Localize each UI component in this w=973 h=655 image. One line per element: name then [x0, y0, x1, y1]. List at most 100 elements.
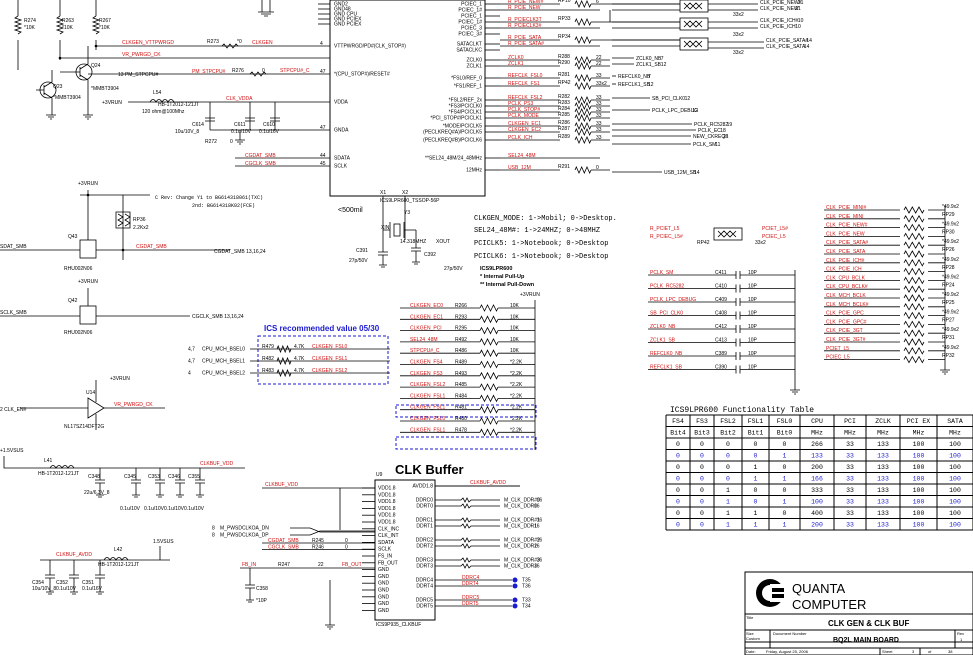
tp-ref: T33 — [522, 598, 531, 604]
net-far-right-pin: 10 — [795, 24, 801, 30]
func-table-cell: 0 — [700, 499, 704, 506]
func-table-cell: 0 — [676, 453, 680, 460]
q24-part: *MMBT3904 — [91, 86, 119, 92]
c611-ref: C611 — [234, 122, 246, 128]
ddr-net: M_CLK_DDR3 — [504, 564, 537, 570]
rp-right-net: PCIET_L5 — [826, 346, 849, 352]
rp-right-net: PCIEC_L5 — [826, 355, 850, 361]
clkbuf-avdd-cap-val: 0.1u/10V — [56, 586, 77, 592]
func-table-cell: 100 — [949, 487, 961, 494]
func-table-cell: 1 — [726, 510, 730, 517]
rp-right-val: *49.9x2 — [942, 257, 959, 263]
net-right-label: USB_12M — [508, 165, 531, 171]
pull-val: 10K — [510, 314, 520, 320]
net-right-pin: 33 — [596, 121, 602, 127]
net-right-label: R_PCIECLK3T — [508, 17, 542, 23]
rp-right-net: CLK_PCIE_NEW# — [826, 223, 868, 229]
buf-pin-right: DDRC1 — [416, 518, 433, 524]
buf-pin-left: GND — [378, 594, 390, 600]
buf-pin-left: VDD1.8 — [378, 513, 396, 519]
r272-ref: R272 — [205, 139, 217, 145]
ddr-net-pin: 16 — [534, 524, 540, 530]
func-table-cell: 0 — [754, 453, 758, 460]
clk-buffer-title: CLK Buffer — [395, 462, 464, 477]
net-right-label: REFCLK_FS1 — [508, 81, 540, 87]
cap-mid-ref: C413 — [715, 338, 727, 344]
net-right-label: CLKGEN_EC1 — [508, 121, 541, 127]
clk-buffer-ref: U9 — [376, 472, 383, 478]
rp-right-val: *49.9x2 — [942, 345, 959, 351]
buf-pin-right: AVDD1.8 — [413, 484, 434, 490]
pull-net: STPCPU#_C — [410, 348, 440, 354]
u14-input: 2 CLK_EN# — [0, 407, 27, 413]
buf-pin-right: DDRT5 — [416, 604, 433, 610]
ddr-net-pin: 16 — [534, 564, 540, 570]
cap-mid-net: PCLK_LPC_DEBUG — [650, 297, 696, 303]
rp-right-val: *49.9x2 — [942, 292, 959, 298]
bsel-net: CPU_MCH_BSEL1 — [202, 359, 245, 365]
chip-pin-left-number: 47 — [320, 125, 326, 131]
buf-pin-left: CLK_INT — [378, 533, 399, 539]
net-right-label: PCLK_MODE — [508, 113, 540, 119]
ddr-net: M_CLK_DDR1 — [504, 524, 537, 530]
func-table-head: CPU — [811, 418, 823, 425]
buf-in-net: M_PWSDCLKOA_DP — [220, 533, 269, 539]
buf-smb-val: 0 — [345, 545, 348, 551]
func-table-cell: 100 — [949, 499, 961, 506]
net-stp-cpu-left: 13 PM_STPCPU# — [118, 72, 159, 78]
net-far-right-label: CLK_PCIE_ICH# — [760, 18, 799, 24]
net-right-label: CLKGEN_EC2 — [508, 127, 541, 133]
rp10-val: 33x2 — [733, 12, 744, 18]
net-right-label: REFCLK_FSL2 — [508, 95, 543, 101]
net-far-right-label: REFCLK0_NB — [618, 74, 651, 80]
c391-val: 27p/50V — [349, 258, 368, 264]
u14-buffer-section: +3VRUN U14 2 CLK_EN# VR_PWRGD_CK NL17SZ1… — [0, 376, 165, 430]
clkbuf-cap-ref: C348 — [88, 474, 100, 480]
func-table-cell: 1 — [754, 510, 758, 517]
mode-line-2: SEL24_48M#: 1->24MHZ; 0->48MHZ — [474, 227, 600, 235]
clkbuf-cap-ref: C346 — [168, 474, 180, 480]
chip-pin-left-label: GNDA — [334, 128, 349, 134]
net-far-right-label: CLK_PCIE_SATA# — [766, 38, 808, 44]
rp-right-val: *49.9x2 — [942, 239, 959, 245]
func-table-cell: 100 — [913, 499, 925, 506]
r267-val: *10K — [99, 25, 111, 31]
size-label: Size — [746, 631, 755, 636]
rp-right-val: *49.9x2 — [942, 274, 959, 280]
func-table-cell: 1 — [754, 464, 758, 471]
net-right-ref: R284 — [558, 106, 570, 112]
pull-ref: R293 — [455, 314, 467, 320]
func-table-cell: 1 — [783, 499, 787, 506]
func-table-cell: 200 — [811, 522, 823, 529]
tp-ref: T35 — [522, 578, 531, 584]
c392-val: 27p/50V — [444, 266, 463, 272]
ddr-net-pin: 16 — [537, 538, 543, 544]
buf-smb-net: CGCLK_SMB — [268, 545, 300, 551]
test-point-icon — [512, 603, 518, 609]
pull-ref: R486 — [455, 348, 467, 354]
pin-x1: X1 — [380, 190, 386, 196]
net-far-right-pin: 12 — [685, 96, 691, 102]
chip-pin-right-label: *PCI_STOP#/PCICLK1 — [430, 116, 482, 122]
rp-right-val: *49.9x2 — [942, 222, 959, 228]
clkbuf-avdd-cap-val: 10u/10V_8 — [32, 586, 56, 592]
func-table-cell: 133 — [877, 522, 889, 529]
net-cgclk-smb: CGCLK_SMB — [245, 161, 277, 167]
rev-label: Rev — [957, 631, 964, 636]
func-table-subhead: MHz — [949, 430, 961, 437]
func-table-head: ZCLK — [875, 418, 891, 425]
net-far-right-label: PCLK_EC — [698, 128, 721, 134]
rp-right-net: CLK_MCH_BCLK — [826, 293, 866, 299]
func-table-cell: 0 — [726, 441, 730, 448]
r273-ref: R273 — [207, 39, 219, 45]
clkbuf-cap-ref: C355 — [188, 474, 200, 480]
cgdat-right: CGDAT_SMB 13,16,24 — [214, 249, 266, 255]
clk-buffer-left-pins: VDD1.8VDD1.8VDD1.8VDD1.8VDD1.8VDD1.8CLK_… — [362, 486, 400, 614]
rp-right-net: CLK_PCIE_MINI — [826, 214, 864, 220]
cap-mid-net: PCLK_RC5282 — [650, 284, 684, 290]
chip-pin-right-label: PCIEC_3 — [461, 26, 482, 32]
pull-net: CLKGEN_EC1 — [410, 314, 443, 320]
